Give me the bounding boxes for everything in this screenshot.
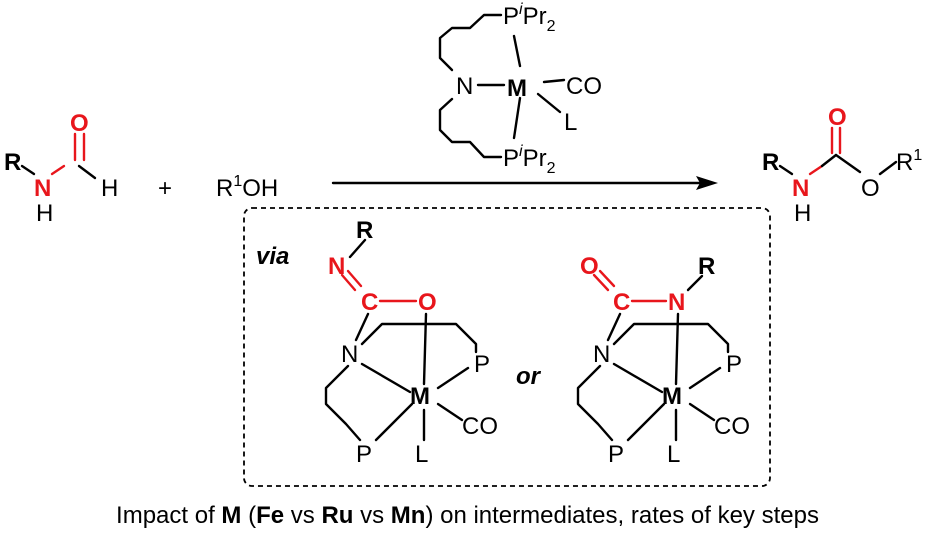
intermediate-right-pincer-n: N bbox=[593, 341, 610, 368]
formamide-nitrogen: N bbox=[34, 175, 51, 202]
formamide-oxygen: O bbox=[70, 110, 89, 137]
catalyst-metal: M bbox=[507, 75, 527, 102]
intermediate-right-ligand: L bbox=[667, 441, 680, 468]
intermediate-left-pincer-n: N bbox=[341, 341, 358, 368]
intermediate-left: R N C O N P M CO P L bbox=[324, 217, 498, 468]
intermediate-right-oxygen: O bbox=[580, 253, 599, 280]
product-carbamate: R N H O O R1 bbox=[762, 104, 922, 227]
intermediate-right-co: CO bbox=[714, 413, 750, 440]
catalyst-phosphine-top: PiPr2 bbox=[503, 1, 556, 35]
intermediates-box bbox=[243, 207, 771, 487]
intermediate-left-p-top: P bbox=[474, 351, 490, 378]
intermediate-left-p-bottom: P bbox=[356, 441, 372, 468]
intermediate-left-imine-n: N bbox=[328, 253, 345, 280]
catalyst-carbonyl: CO bbox=[566, 73, 602, 100]
or-label: or bbox=[516, 363, 542, 390]
product-nitrogen: N bbox=[792, 175, 809, 202]
intermediate-right-metal: M bbox=[662, 383, 682, 410]
caption-pre: Impact of bbox=[116, 502, 222, 529]
product-nh-hydrogen: H bbox=[794, 200, 811, 227]
caption-post: ) on intermediates, rates of key steps bbox=[425, 502, 819, 529]
intermediate-left-metal: M bbox=[410, 383, 430, 410]
intermediate-left-carbon: C bbox=[361, 289, 378, 316]
reaction-arrow bbox=[331, 176, 718, 190]
intermediate-right-r: R bbox=[698, 253, 715, 280]
formamide-ch-hydrogen: H bbox=[101, 175, 118, 202]
catalyst-nitrogen: N bbox=[456, 73, 473, 100]
catalyst-phosphine-bottom: PiPr2 bbox=[503, 143, 556, 177]
intermediate-left-co: CO bbox=[462, 413, 498, 440]
caption-mn: Mn bbox=[390, 502, 426, 529]
alcohol-formula: R1OH bbox=[216, 173, 278, 202]
alcohol-superscript: 1 bbox=[233, 173, 242, 190]
product-r1-label: R1 bbox=[896, 147, 922, 176]
product-r-label: R bbox=[762, 149, 779, 176]
caption: Impact of M (Fe vs Ru vs Mn) on intermed… bbox=[0, 502, 935, 530]
intermediate-right-p-bottom: P bbox=[608, 441, 624, 468]
formamide-nh-hydrogen: H bbox=[36, 200, 53, 227]
intermediate-left-ligand: L bbox=[415, 441, 428, 468]
catalyst-complex: PiPr2 N M CO L PiPr2 bbox=[438, 1, 602, 177]
intermediate-left-oxygen: O bbox=[418, 289, 437, 316]
intermediate-left-r: R bbox=[356, 217, 373, 244]
caption-vs-1: vs bbox=[284, 502, 322, 529]
product-carbonyl-oxygen: O bbox=[828, 104, 847, 131]
caption-fe: Fe bbox=[256, 502, 285, 529]
formamide-r-label: R bbox=[4, 149, 21, 176]
product-ester-oxygen: O bbox=[861, 175, 880, 202]
alcohol-r: R bbox=[216, 175, 233, 202]
alcohol-oh: OH bbox=[242, 175, 278, 202]
caption-metal: M bbox=[221, 502, 242, 529]
intermediate-right-p-top: P bbox=[726, 351, 742, 378]
caption-ru: Ru bbox=[321, 502, 354, 529]
via-label: via bbox=[256, 243, 289, 270]
plus-sign: + bbox=[158, 175, 172, 202]
intermediate-right-carbon: C bbox=[613, 289, 630, 316]
intermediate-right-amide-n: N bbox=[668, 289, 685, 316]
intermediate-right: O C N R N P M CO P L bbox=[576, 253, 750, 468]
reactant-formamide: R N H O H bbox=[4, 110, 118, 227]
caption-vs-2: vs bbox=[353, 502, 391, 529]
caption-open: ( bbox=[241, 502, 257, 529]
catalyst-ligand: L bbox=[564, 109, 577, 136]
